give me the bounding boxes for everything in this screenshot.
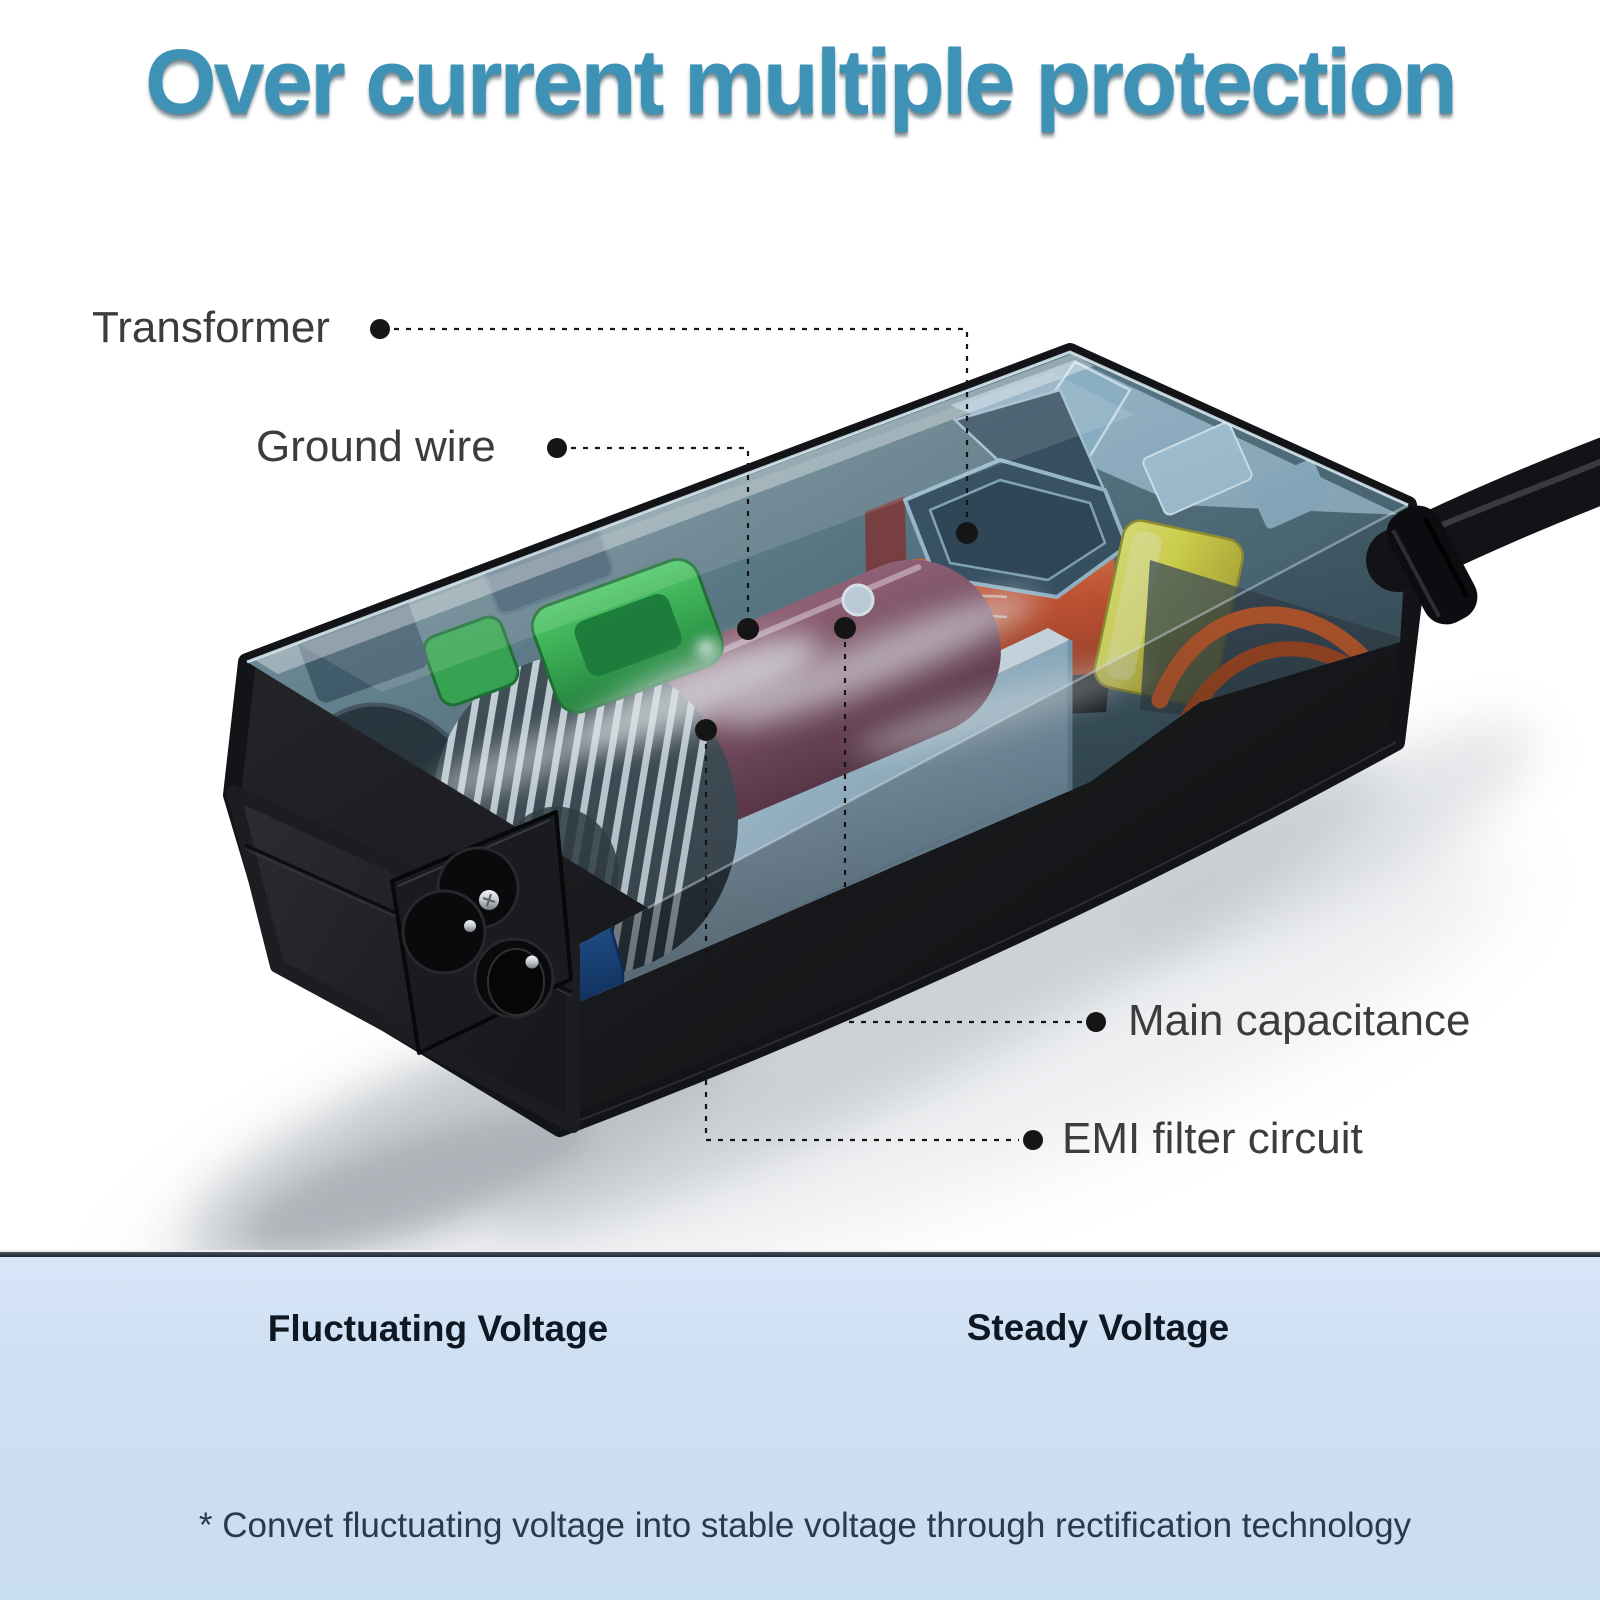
voltage-conversion-panel [0, 1250, 1600, 1600]
leader-ground-wire [547, 438, 759, 640]
socket-pin [525, 955, 539, 969]
leader-main-capacitance [834, 617, 1106, 1032]
socket-pin [464, 920, 476, 932]
callout-ground-wire: Ground wire [256, 422, 496, 471]
output-cable [1366, 437, 1600, 625]
steady-voltage-label: Steady Voltage [966, 1307, 1230, 1348]
callout-emi-filter-circuit: EMI filter circuit [1062, 1114, 1363, 1163]
callout-leaders [370, 319, 1106, 1150]
callout-transformer: Transformer [92, 303, 330, 352]
leader-emi-filter [695, 719, 1043, 1150]
fluctuating-voltage-label: Fluctuating Voltage [267, 1308, 609, 1349]
ac-inlet-face [226, 785, 580, 1133]
callout-main-capacitance: Main capacitance [1128, 996, 1471, 1045]
page-title: Over current multiple protection [145, 31, 1458, 133]
cloverleaf-socket [401, 846, 555, 1019]
footnote: * Convet fluctuating voltage into stable… [198, 1506, 1412, 1545]
case-edge-highlights [246, 350, 1409, 1129]
leader-transformer [370, 319, 978, 544]
cable-strain-relief [1386, 505, 1478, 625]
